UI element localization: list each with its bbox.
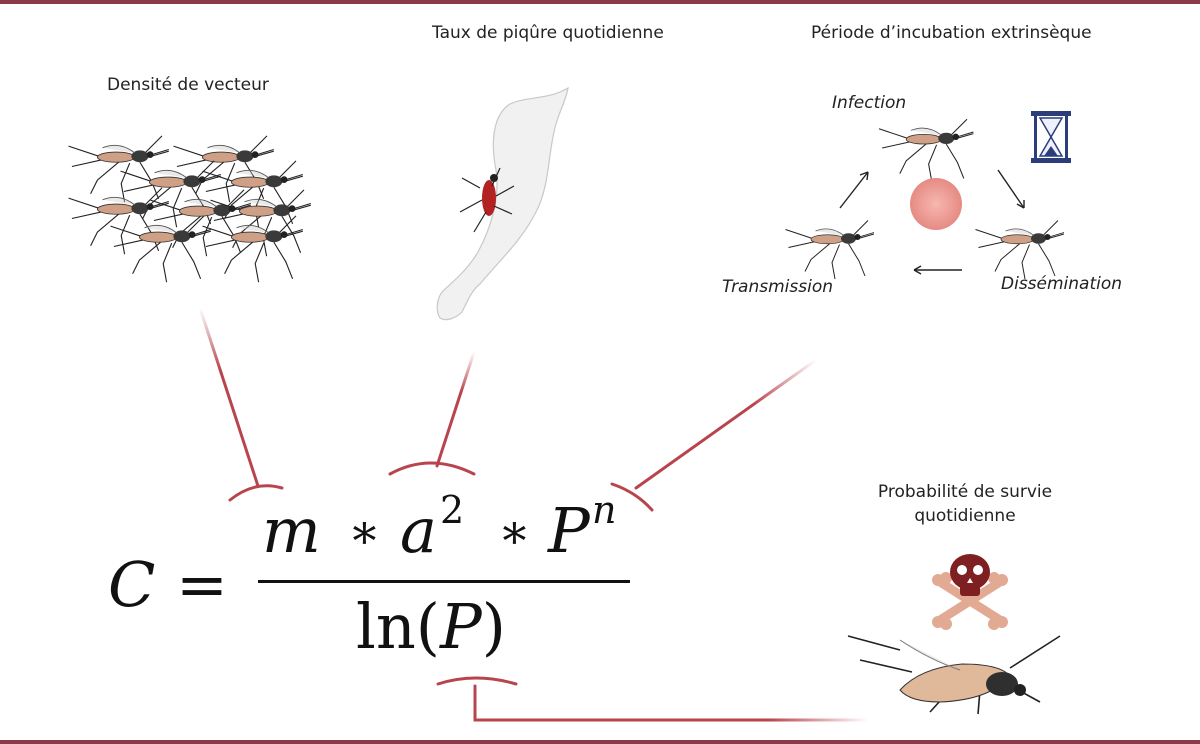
formula-close-paren: ): [481, 590, 506, 663]
label-survival-line1: Probabilité de survie: [877, 482, 1053, 502]
dead-mosquito-icon: [847, 635, 1061, 715]
arm-bite-icon: [436, 86, 569, 321]
formula-lhs: C: [108, 548, 156, 621]
formula-denominator-P: P: [439, 590, 482, 663]
formula-a: a: [400, 494, 437, 567]
cycle-label-transmission: Transmission: [722, 277, 833, 297]
top-border: [0, 0, 1200, 4]
label-vector-density: Densité de vecteur: [107, 75, 269, 95]
formula-denominator: ln(P): [356, 590, 506, 663]
connector-lines: [198, 306, 870, 722]
formula-equals: =: [176, 548, 228, 621]
label-survival-line2: quotidienne: [914, 506, 1016, 526]
cycle-label-infection: Infection: [832, 93, 907, 113]
formula-P-exponent: n: [592, 488, 617, 532]
bottom-border: [0, 740, 1200, 744]
formula-a-exponent: 2: [440, 488, 465, 532]
skull-crossbones-icon: [932, 554, 1008, 630]
incubation-cycle-diagram: [785, 118, 1065, 280]
formula-P: P: [548, 494, 590, 567]
label-survival: Probabilité de survie quotidienne: [865, 480, 1065, 528]
label-biting-rate: Taux de piqûre quotidienne: [432, 23, 664, 43]
cycle-label-dissemination: Dissémination: [1001, 274, 1123, 294]
formula-times-2: ∗: [498, 504, 531, 560]
formula-ln: ln: [356, 590, 416, 663]
mosquito-swarm-icon: [67, 135, 312, 283]
fraction-bar: [258, 580, 630, 583]
virus-icon: [910, 178, 962, 230]
formula-times-1: ∗: [348, 504, 381, 560]
label-extrinsic-incubation: Période d’incubation extrinsèque: [811, 23, 1092, 43]
formula-open-paren: (: [415, 590, 440, 663]
hourglass-icon: [1031, 111, 1071, 163]
formula-m: m: [262, 494, 321, 567]
